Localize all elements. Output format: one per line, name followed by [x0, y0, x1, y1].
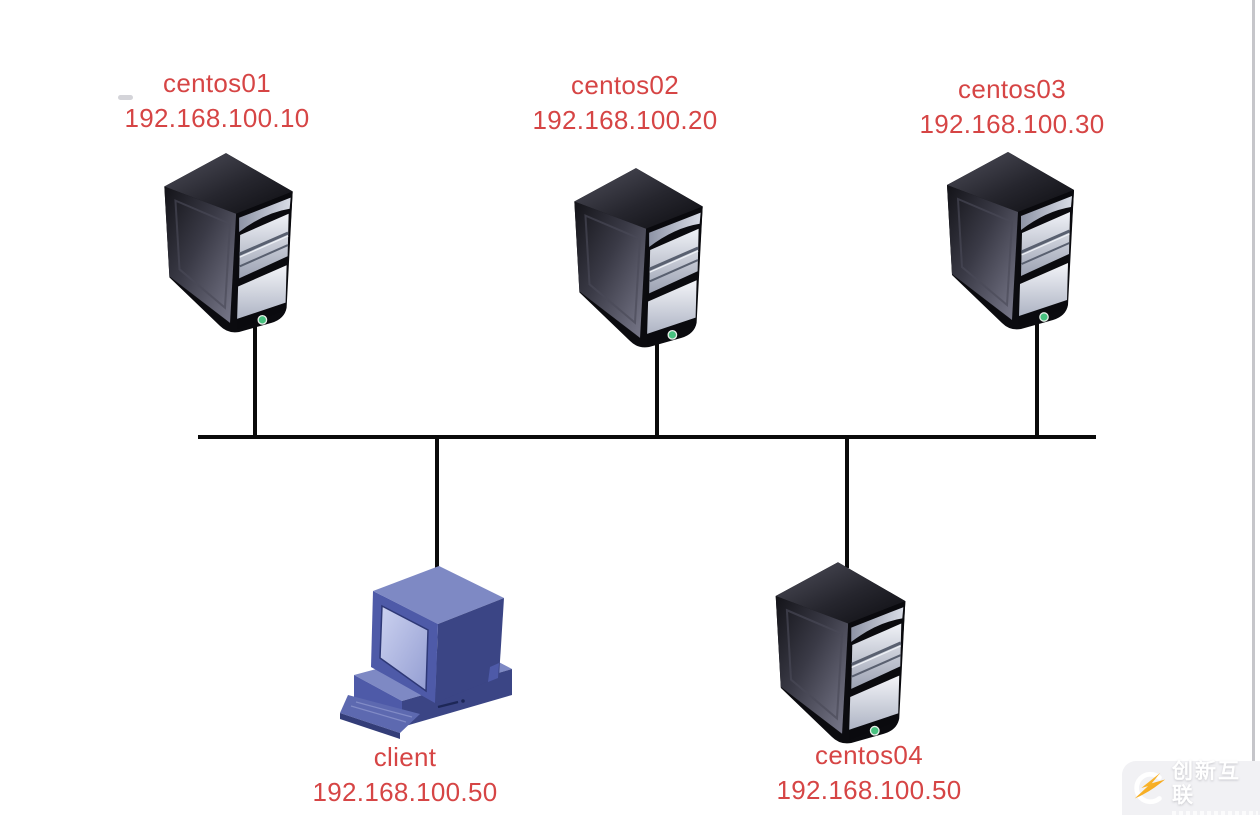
watermark-text-block: 创新互联 — [1172, 760, 1260, 817]
watermark: 创新互联 — [1122, 760, 1260, 817]
node-ip: 192.168.100.50 — [776, 775, 962, 805]
node-name: centos02 — [571, 70, 679, 100]
drop-cable-centos04 — [845, 437, 849, 568]
node-name: client — [373, 742, 437, 772]
node-ip: 192.168.100.20 — [532, 105, 718, 135]
server-tower-icon-centos02 — [560, 155, 714, 349]
client-pc-icon — [340, 553, 524, 739]
server-tower-icon-centos04 — [759, 549, 919, 745]
watermark-text: 创新互联 — [1172, 759, 1241, 807]
node-ip: 192.168.100.30 — [919, 109, 1105, 139]
node-ip: 192.168.100.50 — [312, 777, 498, 807]
scan-artifact — [118, 95, 133, 100]
node-label-centos01: centos01 192.168.100.10 — [125, 66, 310, 136]
chuanglian-logo-icon — [1129, 769, 1167, 807]
drop-cable-client — [435, 437, 439, 570]
node-name: centos03 — [958, 74, 1066, 104]
node-label-centos02: centos02 192.168.100.20 — [533, 68, 718, 138]
node-name: centos04 — [815, 740, 923, 770]
drop-cable-centos01 — [253, 320, 257, 438]
watermark-tagline — [1172, 810, 1258, 817]
node-label-centos03: centos03 192.168.100.30 — [920, 72, 1105, 142]
server-tower-icon-centos01 — [150, 140, 304, 334]
node-name: centos01 — [163, 68, 271, 98]
node-label-centos04: centos04 192.168.100.50 — [777, 738, 962, 808]
server-tower-icon-centos03 — [933, 139, 1085, 331]
bus-cable-line — [198, 435, 1096, 439]
node-ip: 192.168.100.10 — [124, 103, 310, 133]
node-label-client: client 192.168.100.50 — [313, 740, 498, 810]
drop-cable-centos02 — [655, 325, 659, 438]
right-edge-border — [1252, 0, 1255, 815]
drop-cable-centos03 — [1035, 318, 1039, 438]
